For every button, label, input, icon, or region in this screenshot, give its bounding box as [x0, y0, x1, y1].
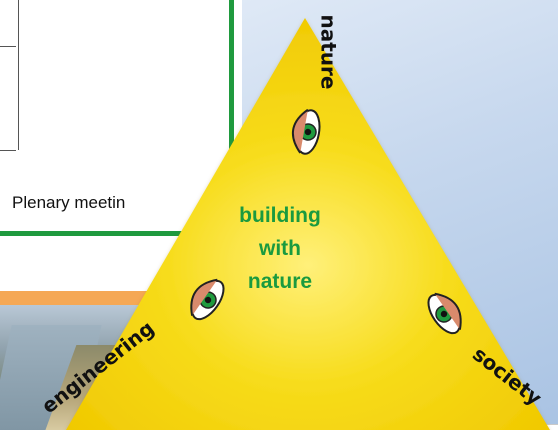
table-line: [0, 150, 16, 151]
eye-icon: [427, 292, 462, 335]
eye-icon: [190, 278, 225, 321]
plenary-slide: Plenary meetin: [0, 0, 234, 236]
table-fragment: [0, 0, 19, 151]
center-line: building: [239, 204, 321, 227]
table-line: [0, 46, 16, 47]
slide-caption: Plenary meetin: [12, 193, 126, 212]
vertex-label-nature: nature: [316, 14, 341, 90]
center-title: building with nature: [210, 199, 350, 298]
center-line: nature: [247, 270, 313, 293]
center-line: with: [259, 237, 301, 260]
eye-icon: [291, 108, 321, 155]
triangle-shape: [66, 18, 550, 430]
